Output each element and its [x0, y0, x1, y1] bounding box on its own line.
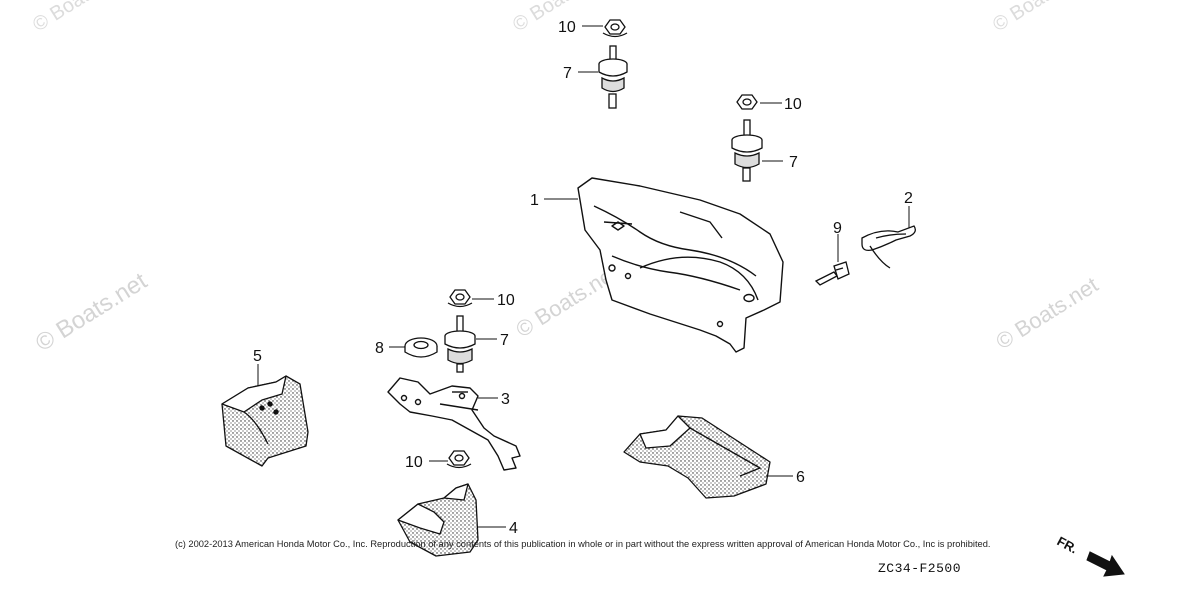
foam-pad — [623, 415, 771, 499]
callout-7-top: 7 — [563, 65, 572, 82]
copyright-notice: (c) 2002-2013 American Honda Motor Co., … — [175, 539, 991, 549]
callout-3: 3 — [501, 391, 510, 408]
flange-nut-middle — [447, 289, 473, 308]
rubber-washer — [404, 337, 438, 358]
callout-7-right: 7 — [789, 154, 798, 171]
front-direction-arrow: FR. — [1055, 533, 1125, 577]
callout-1: 1 — [530, 192, 539, 209]
callout-7-middle: 7 — [500, 332, 509, 349]
flange-bolt — [814, 261, 850, 286]
callout-2: 2 — [904, 190, 913, 207]
flange-nut-lower — [446, 450, 472, 469]
flange-nut-top — [602, 19, 628, 38]
callout-9: 9 — [833, 220, 842, 237]
rubber-mount-middle — [444, 315, 476, 373]
front-indicator-label: FR. — [1055, 533, 1081, 556]
callout-10-top: 10 — [558, 19, 576, 36]
foam-block-4 — [397, 483, 479, 557]
rubber-mount-right — [731, 119, 763, 182]
watermark-top-left: © Boats — [29, 0, 101, 36]
foam-block-5 — [221, 375, 309, 467]
callout-8: 8 — [375, 340, 384, 357]
mounting-bracket — [387, 377, 521, 471]
diagram-code: ZC34-F2500 — [878, 561, 962, 576]
watermark-left: © Boats.net — [31, 267, 152, 357]
watermark-top-right: © Boats — [989, 0, 1061, 36]
callout-10-lower: 10 — [405, 454, 423, 471]
watermark-right: © Boats.net — [991, 272, 1102, 354]
callout-10-right: 10 — [784, 96, 802, 113]
callout-4: 4 — [509, 520, 518, 537]
flange-nut-right — [736, 94, 758, 110]
battery-case — [577, 177, 784, 353]
rubber-mount-top — [598, 45, 628, 109]
wire-clip — [861, 225, 916, 269]
callout-6: 6 — [796, 469, 805, 486]
callout-10-middle: 10 — [497, 292, 515, 309]
leader-lines — [257, 25, 910, 528]
callout-5: 5 — [253, 348, 262, 365]
